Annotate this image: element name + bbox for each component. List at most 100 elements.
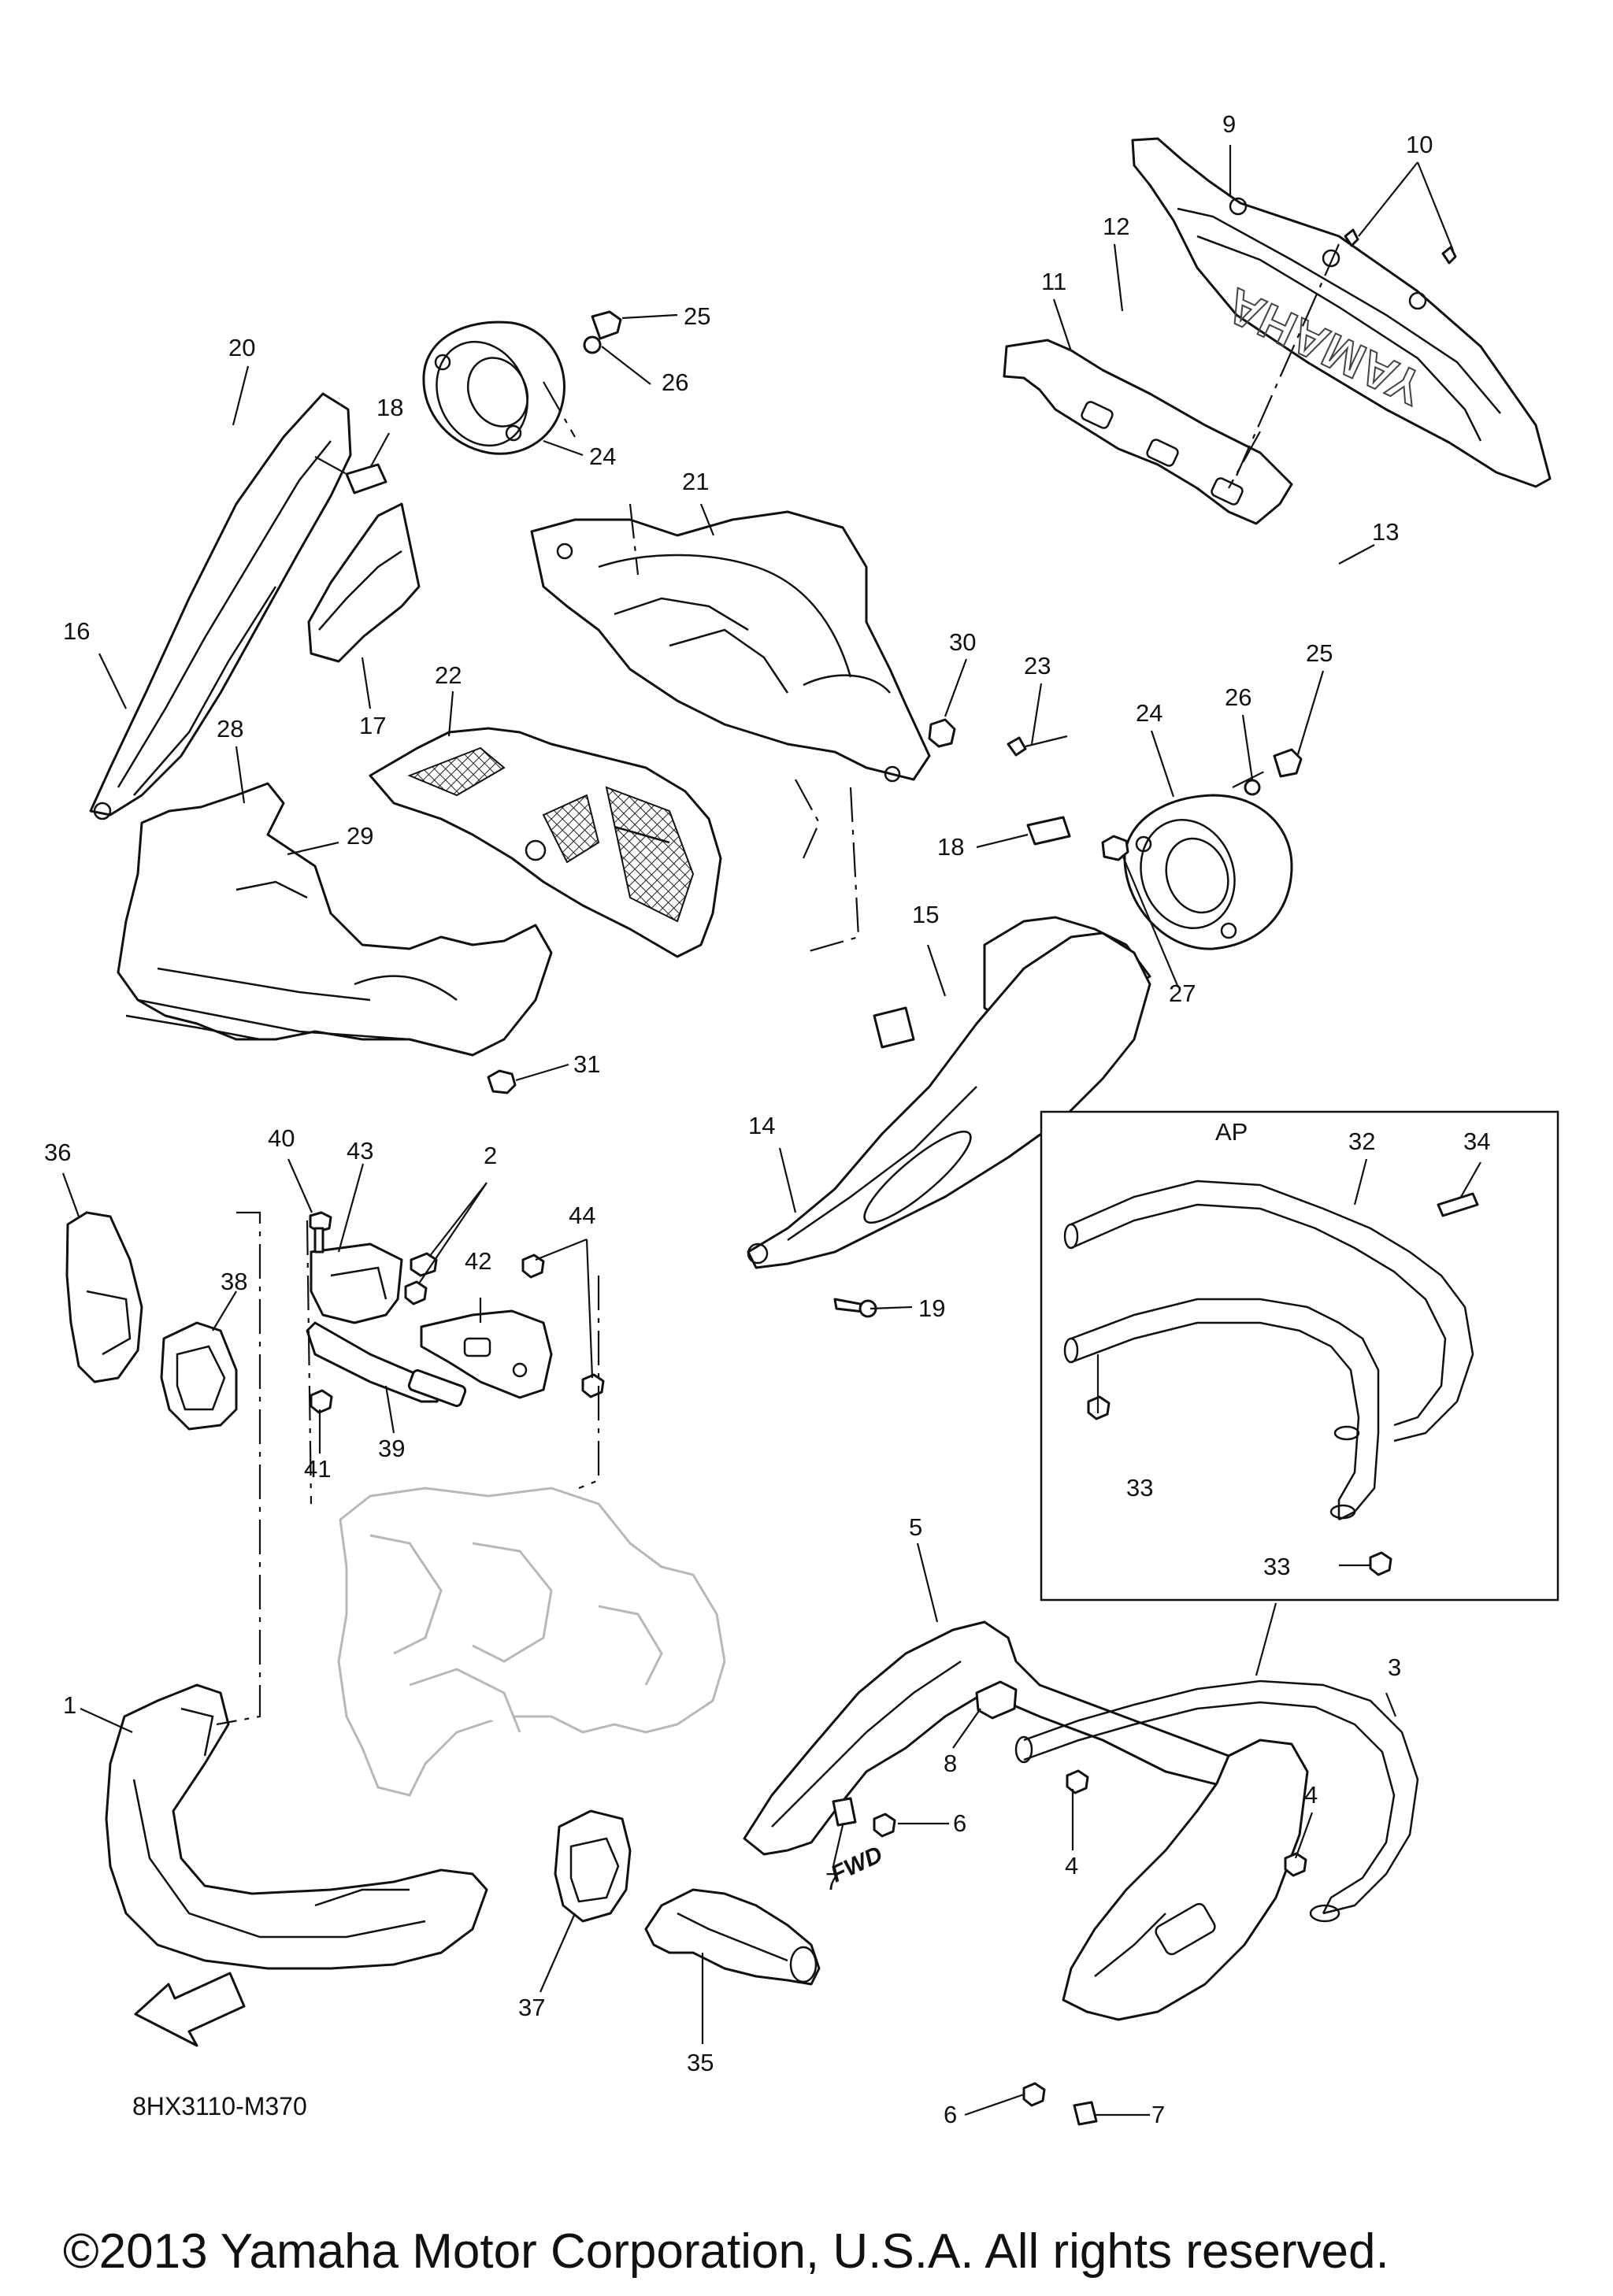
plate-38 [160, 1321, 238, 1431]
callout-36: 36 [44, 1139, 71, 1166]
damper-39 [306, 1321, 467, 1407]
nut-41 [310, 1389, 333, 1414]
callout-40: 40 [268, 1124, 295, 1152]
callout-30: 30 [949, 628, 976, 656]
callout-39: 39 [378, 1435, 405, 1462]
bracket-42 [420, 1309, 553, 1399]
callout-20: 20 [228, 334, 255, 361]
guard-bar-3 [1014, 1679, 1419, 1923]
cover-37 [554, 1809, 632, 1923]
leader-lines [61, 145, 1481, 2116]
spacer-8 [975, 1680, 1018, 1720]
callout-42: 42 [465, 1247, 491, 1275]
side-cover-16 [89, 392, 352, 820]
callout-23: 23 [1024, 652, 1051, 680]
callout-labels: 9 10 12 11 13 20 18 25 26 24 21 16 17 22… [44, 110, 1490, 2128]
callout-33a: 33 [1126, 1474, 1153, 1502]
callout-24b: 24 [1136, 699, 1162, 727]
callout-4a: 4 [1065, 1852, 1078, 1879]
guard-bar-32 [1063, 1179, 1474, 1521]
bolt-2 [404, 1252, 438, 1305]
boot-35 [644, 1888, 821, 1986]
callout-28: 28 [217, 715, 243, 742]
muffler-14 [747, 931, 1151, 1269]
side-cowl-5-right [1062, 1739, 1309, 2021]
callout-5: 5 [909, 1513, 922, 1541]
callout-32: 32 [1348, 1128, 1375, 1155]
callout-8: 8 [944, 1750, 957, 1777]
callout-11: 11 [1041, 268, 1066, 295]
lower-cowl-1 [105, 1683, 488, 1970]
callout-2: 2 [484, 1142, 497, 1169]
callout-7b: 7 [1151, 2101, 1165, 2128]
callout-34: 34 [1463, 1128, 1490, 1155]
callout-9: 9 [1222, 110, 1236, 138]
callout-25b: 25 [1306, 639, 1333, 667]
duct-28 [117, 782, 553, 1057]
washer-26-lower [1244, 779, 1261, 796]
callout-41: 41 [304, 1455, 331, 1483]
clip-7 [832, 1797, 1098, 2126]
bolt-4 [1066, 1769, 1307, 1877]
bracket-11 [1003, 339, 1293, 525]
callout-18b: 18 [937, 833, 964, 861]
callout-38: 38 [221, 1268, 247, 1295]
panel-22 [369, 727, 722, 958]
pad-18-lower [1026, 816, 1071, 846]
bolt-6 [873, 1813, 1046, 2107]
bolt-25-upper [583, 310, 622, 354]
side-cowl-5 [743, 1620, 1254, 1856]
callout-37: 37 [518, 1994, 545, 2021]
pad-18-upper [345, 463, 387, 494]
label-34 [1437, 1192, 1479, 1217]
nut-30 [928, 718, 956, 748]
callout-24a: 24 [589, 443, 616, 470]
callout-3: 3 [1388, 1653, 1401, 1681]
callout-43: 43 [347, 1137, 373, 1165]
callout-26a: 26 [662, 368, 688, 396]
callout-19: 19 [918, 1294, 945, 1322]
callout-13: 13 [1372, 518, 1399, 546]
callout-21: 21 [682, 468, 709, 495]
frame-ghost [337, 1487, 726, 1797]
callout-33b: 33 [1263, 1553, 1290, 1580]
callout-14: 14 [748, 1112, 775, 1139]
callout-29: 29 [347, 822, 373, 850]
callout-18a: 18 [376, 394, 403, 421]
bolt-40 [309, 1211, 332, 1254]
bolt-19 [833, 1298, 877, 1318]
callout-44: 44 [569, 1202, 595, 1229]
callout-6b: 6 [944, 2101, 957, 2128]
center-cowl-21 [530, 510, 931, 783]
cap-24-upper [422, 320, 565, 455]
callout-10: 10 [1406, 131, 1433, 158]
copyright-notice: ©2013 Yamaha Motor Corporation, U.S.A. A… [63, 2224, 1389, 2279]
bolt-25-lower [1273, 748, 1303, 778]
ap-label: AP [1215, 1118, 1248, 1146]
callout-7a: 7 [825, 1868, 839, 1895]
callout-25a: 25 [684, 302, 710, 330]
callout-16: 16 [63, 617, 90, 645]
cap-24-lower [1123, 794, 1293, 950]
callout-1: 1 [63, 1691, 76, 1719]
cover-36 [65, 1211, 143, 1383]
bracket-43 [310, 1242, 403, 1324]
callout-27: 27 [1169, 980, 1196, 1007]
diagram-code: 8HX3110-M370 [132, 2092, 307, 2120]
callout-26b: 26 [1225, 683, 1251, 711]
callout-31: 31 [573, 1050, 600, 1078]
callout-12: 12 [1103, 213, 1129, 240]
clip-10 [1344, 228, 1457, 265]
callout-17: 17 [359, 712, 386, 739]
accessory-box: AP [1040, 1110, 1559, 1602]
callout-4b: 4 [1304, 1781, 1318, 1809]
duct-17 [307, 502, 421, 663]
nut-27 [1101, 835, 1129, 861]
callout-15: 15 [912, 901, 939, 928]
callout-22: 22 [435, 661, 462, 689]
rivet-23 [1007, 735, 1068, 757]
callout-6a: 6 [953, 1809, 966, 1837]
callout-35: 35 [687, 2049, 714, 2076]
nut-31 [487, 1069, 517, 1094]
